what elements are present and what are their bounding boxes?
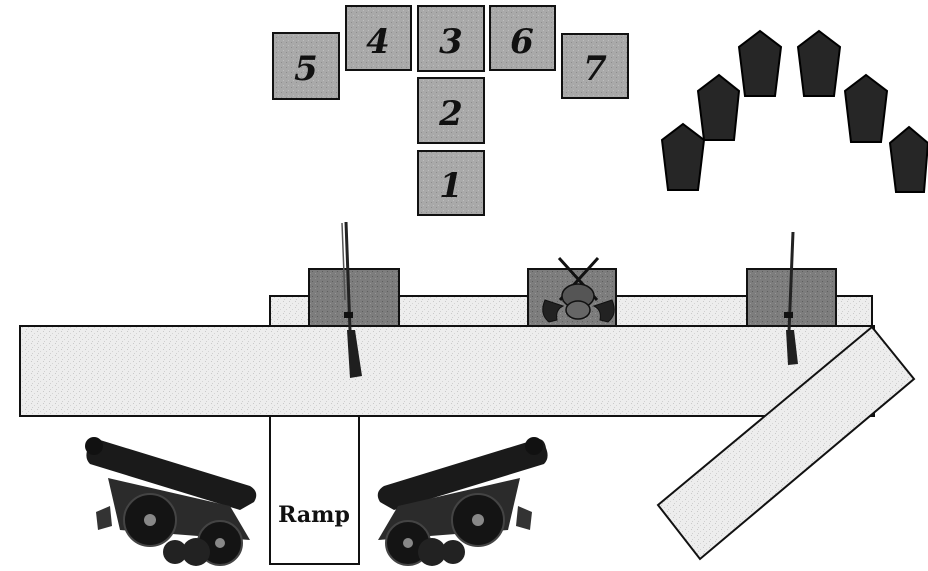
tile-label: 3 [439,22,463,62]
position-tile-1: 1 [418,151,484,215]
tile-label: 1 [439,166,463,206]
emplacement-left [309,269,399,328]
pentagon-marker-icon [845,75,887,142]
position-tiles: 5 4 3 6 7 2 1 [273,6,628,215]
position-tile-3: 3 [418,6,484,71]
position-tile-6: 6 [490,6,555,70]
tile-label: 7 [583,49,607,89]
pentagon-marker-icon [798,31,840,96]
tile-label: 5 [294,49,318,89]
pentagon-marker-icon [662,124,704,190]
position-tile-4: 4 [346,6,411,70]
position-tile-5: 5 [273,33,339,99]
cannon-icon [378,437,548,566]
pentagon-marker-icon [698,75,739,140]
position-tile-7: 7 [562,34,628,98]
tile-label: 6 [510,22,534,62]
pentagon-marker-icon [890,127,928,192]
main-wall [20,326,874,416]
pentagon-marker-icon [739,31,781,96]
tile-label: 4 [366,22,390,62]
cannon-icon [85,437,256,566]
ramp-label: Ramp [278,502,350,528]
ramp: Ramp [270,416,359,564]
tile-label: 2 [438,94,463,134]
pentagon-markers [662,31,928,192]
position-tile-2: 2 [418,78,484,143]
